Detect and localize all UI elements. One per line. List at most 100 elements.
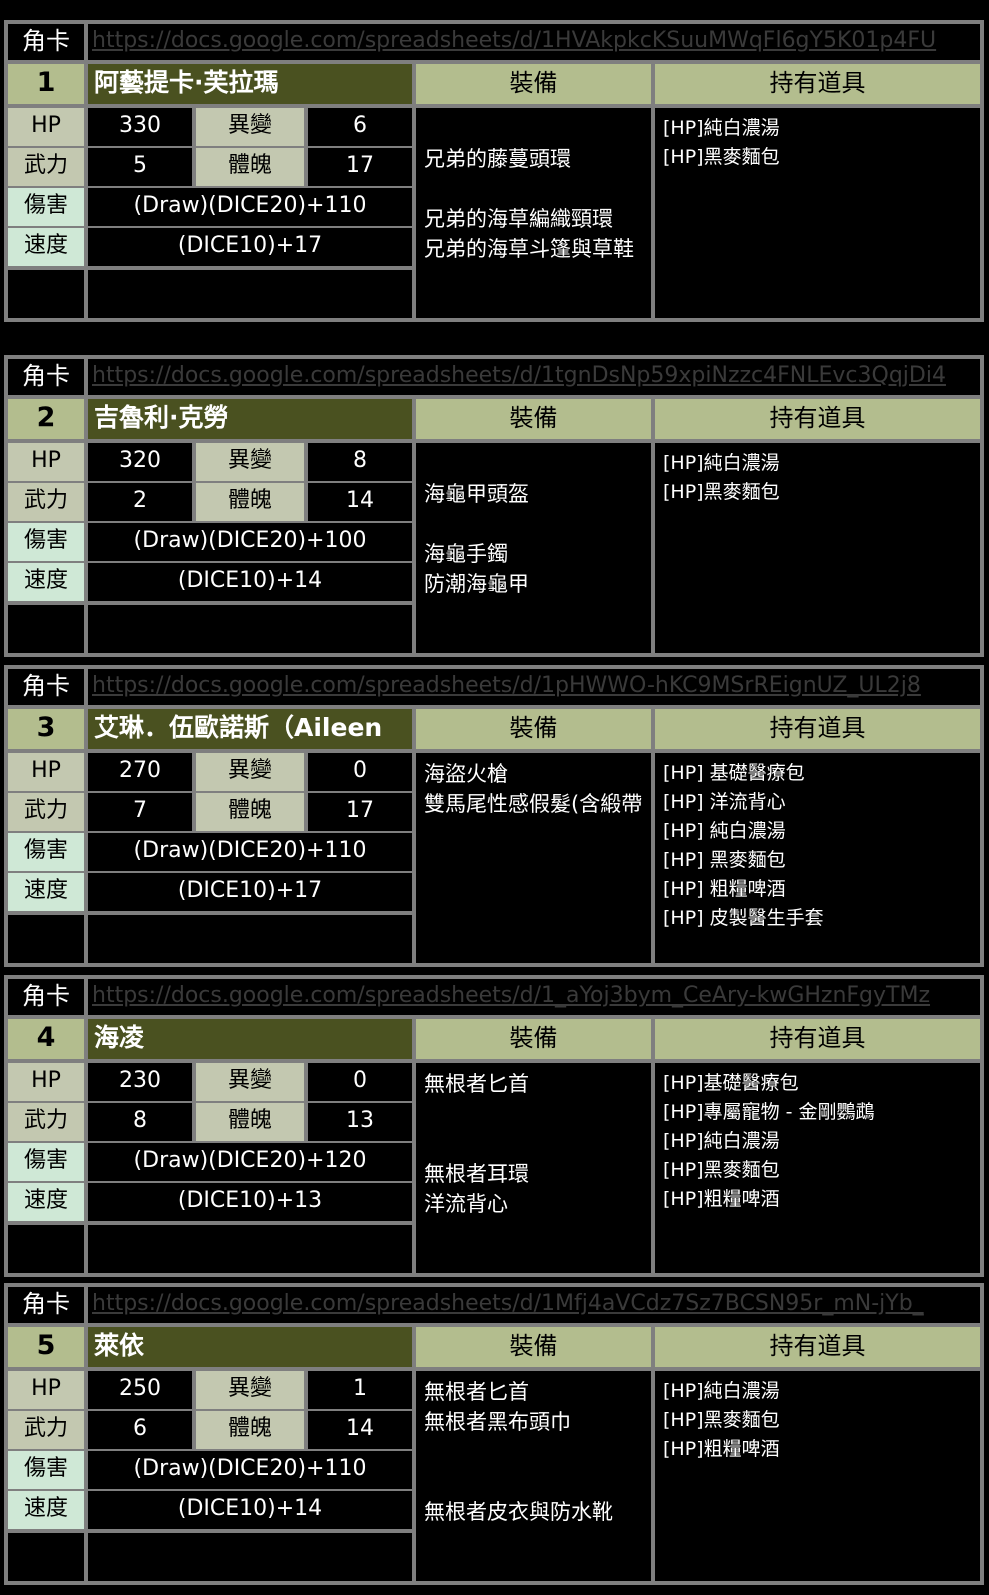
equipment-item: 無根者黑布頭巾	[424, 1410, 571, 1434]
held-item: [HP]黑麥麵包	[663, 146, 780, 168]
held-item: [HP]純白濃湯	[663, 1130, 780, 1152]
physique-value: 13	[308, 1103, 412, 1141]
equipment-item: 兄弟的海草編織頸環	[424, 207, 613, 231]
equipment-item: 洋流背心	[424, 1192, 508, 1216]
equipment-item: 兄弟的海草斗篷與草鞋	[424, 237, 634, 261]
character-name: 吉魯利·克勞	[88, 399, 412, 439]
power-value: 7	[88, 793, 192, 831]
damage-label: 傷害	[8, 1451, 84, 1489]
physique-value: 17	[308, 148, 412, 186]
items-list: [HP]純白濃湯 [HP]黑麥麵包	[655, 108, 980, 318]
items-list: [HP] 基礎醫療包[HP] 洋流背心[HP] 純白濃湯[HP] 黑麥麵包[HP…	[655, 753, 980, 963]
hp-label: HP	[8, 1371, 84, 1409]
held-item: [HP] 皮製醫生手套	[663, 907, 824, 929]
physique-label: 體魄	[196, 793, 304, 831]
equipment-item: 防潮海龜甲	[424, 572, 529, 596]
equipment-header: 裝備	[416, 1019, 651, 1059]
equipment-item: 無根者皮衣與防水靴	[424, 1500, 613, 1524]
empty-cell	[88, 270, 412, 318]
hp-label: HP	[8, 753, 84, 791]
empty-cell	[8, 605, 84, 653]
items-header: 持有道具	[655, 399, 980, 439]
items-list: [HP]純白濃湯[HP]黑麥麵包	[655, 443, 980, 653]
held-item: [HP]黑麥麵包	[663, 1159, 780, 1181]
mutation-value: 0	[308, 753, 412, 791]
hp-value: 320	[88, 443, 192, 481]
speed-value: (DICE10)+17	[88, 873, 412, 911]
items-header: 持有道具	[655, 1327, 980, 1367]
equipment-header: 裝備	[416, 64, 651, 104]
power-label: 武力	[8, 793, 84, 831]
equipment-item: 雙馬尾性感假髮(含緞帶	[424, 792, 643, 816]
equipment-item: 無根者匕首	[424, 1380, 529, 1404]
items-header: 持有道具	[655, 64, 980, 104]
card-label: 角卡	[8, 24, 84, 60]
equipment-item	[424, 1467, 651, 1497]
power-value: 2	[88, 483, 192, 521]
equipment-list: 無根者匕首 無根者耳環洋流背心	[416, 1063, 651, 1273]
empty-cell	[88, 1533, 412, 1581]
damage-label: 傷害	[8, 523, 84, 561]
held-item: [HP] 粗糧啤酒	[663, 878, 786, 900]
mutation-label: 異變	[196, 1063, 304, 1101]
held-item: [HP]純白濃湯	[663, 117, 780, 139]
equipment-list: 海龜甲頭盔 海龜手鐲防潮海龜甲	[416, 443, 651, 653]
equipment-item	[424, 1099, 651, 1129]
hp-label: HP	[8, 443, 84, 481]
empty-cell	[8, 915, 84, 963]
speed-value: (DICE10)+14	[88, 563, 412, 601]
mutation-label: 異變	[196, 753, 304, 791]
equipment-item: 無根者耳環	[424, 1162, 529, 1186]
power-label: 武力	[8, 1103, 84, 1141]
items-header: 持有道具	[655, 709, 980, 749]
physique-label: 體魄	[196, 1411, 304, 1449]
mutation-value: 6	[308, 108, 412, 146]
equipment-item	[424, 449, 651, 479]
empty-cell	[8, 1225, 84, 1273]
mutation-value: 0	[308, 1063, 412, 1101]
hp-value: 250	[88, 1371, 192, 1409]
damage-value: (Draw)(DICE20)+110	[88, 188, 412, 226]
held-item: [HP] 基礎醫療包	[663, 762, 805, 784]
character-name: 阿藝提卡·芙拉瑪	[88, 64, 412, 104]
equipment-header: 裝備	[416, 399, 651, 439]
items-list: [HP]基礎醫療包[HP]專屬寵物 - 金剛鸚鵡[HP]純白濃湯[HP]黑麥麵包…	[655, 1063, 980, 1273]
held-item: [HP]粗糧啤酒	[663, 1438, 780, 1460]
speed-label: 速度	[8, 563, 84, 601]
sheet-link[interactable]: https://docs.google.com/spreadsheets/d/1…	[88, 1287, 980, 1323]
power-value: 6	[88, 1411, 192, 1449]
held-item: [HP]基礎醫療包	[663, 1072, 799, 1094]
damage-label: 傷害	[8, 188, 84, 226]
character-name: 艾琳．伍歐諾斯（Aileen	[88, 709, 412, 749]
damage-value: (Draw)(DICE20)+110	[88, 833, 412, 871]
speed-label: 速度	[8, 228, 84, 266]
card-number: 1	[8, 64, 84, 104]
power-label: 武力	[8, 148, 84, 186]
power-value: 8	[88, 1103, 192, 1141]
equipment-item: 無根者匕首	[424, 1072, 529, 1096]
sheet-link[interactable]: https://docs.google.com/spreadsheets/d/1…	[88, 359, 980, 395]
speed-value: (DICE10)+13	[88, 1183, 412, 1221]
equipment-list: 無根者匕首無根者黑布頭巾 無根者皮衣與防水靴	[416, 1371, 651, 1581]
equipment-item	[424, 1437, 651, 1467]
sheet-link[interactable]: https://docs.google.com/spreadsheets/d/1…	[88, 24, 980, 60]
sheet-link[interactable]: https://docs.google.com/spreadsheets/d/1…	[88, 979, 980, 1015]
equipment-header: 裝備	[416, 1327, 651, 1367]
speed-label: 速度	[8, 1491, 84, 1529]
empty-cell	[88, 915, 412, 963]
equipment-list: 兄弟的藤蔓頭環 兄弟的海草編織頸環兄弟的海草斗篷與草鞋	[416, 108, 651, 318]
held-item: [HP]純白濃湯	[663, 1380, 780, 1402]
physique-value: 17	[308, 793, 412, 831]
hp-value: 270	[88, 753, 192, 791]
empty-cell	[8, 1533, 84, 1581]
sheet-link[interactable]: https://docs.google.com/spreadsheets/d/1…	[88, 669, 980, 705]
character-name: 萊依	[88, 1327, 412, 1367]
held-item: [HP]黑麥麵包	[663, 481, 780, 503]
equipment-item	[424, 509, 651, 539]
card-label: 角卡	[8, 359, 84, 395]
